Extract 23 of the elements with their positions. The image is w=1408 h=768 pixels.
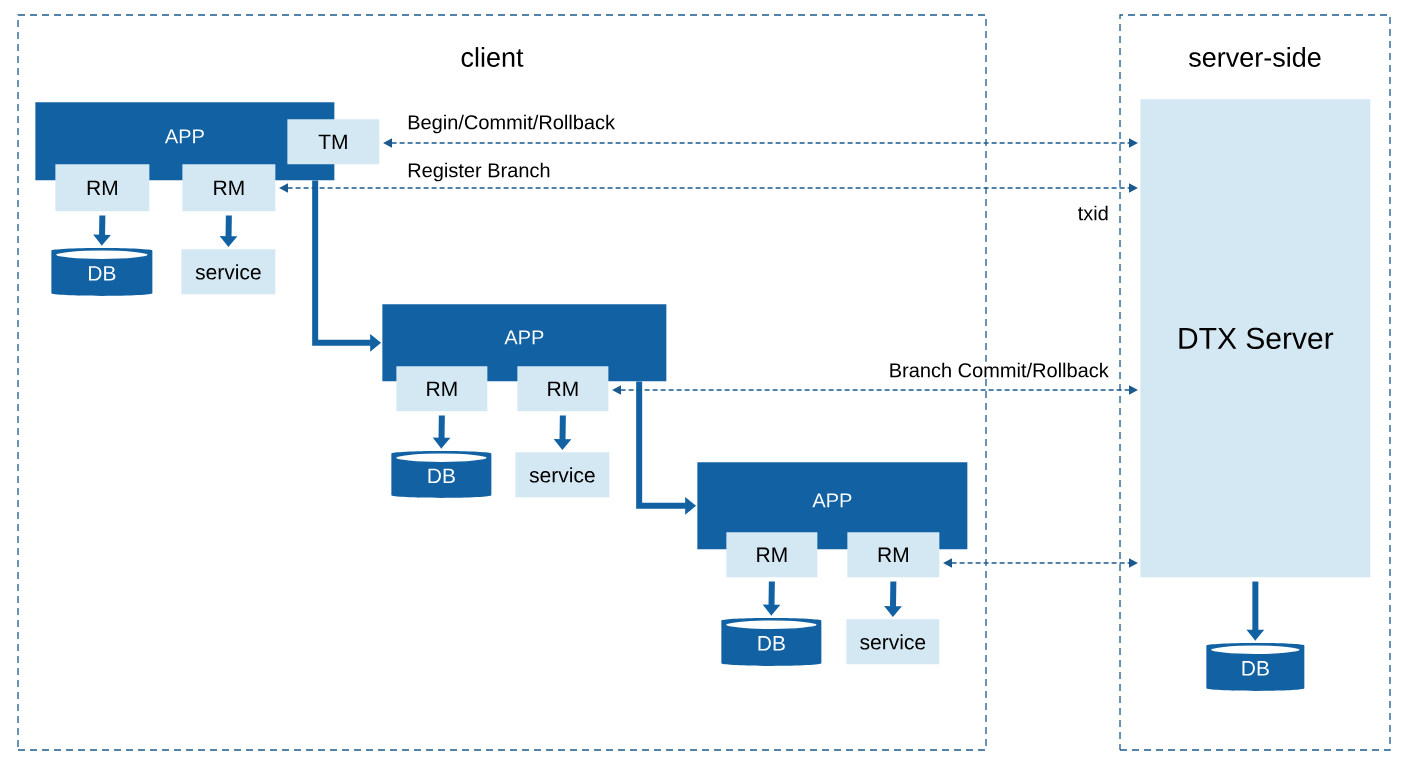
component-box: RM — [517, 366, 609, 412]
node-label: DB — [1242, 661, 1269, 676]
component-box: RM — [182, 164, 276, 212]
component-box: service — [181, 249, 276, 295]
component-box: RM — [396, 366, 488, 412]
component-box: RM — [847, 532, 940, 578]
database-cylinder: DB — [51, 247, 153, 296]
component-box: TM — [287, 119, 380, 165]
node-label: DB — [428, 468, 455, 484]
database-cylinder: DB — [391, 450, 492, 498]
component-box: service — [846, 619, 940, 665]
edge-label: Branch Commit/Rollback — [887, 361, 1110, 379]
edge-label: Register Branch — [406, 161, 552, 183]
note-label: txid — [1076, 204, 1110, 222]
node-label: DB — [89, 266, 116, 281]
component-box: RM — [55, 164, 150, 212]
server-box: DTX Server — [1140, 99, 1371, 578]
node-label: DB — [758, 636, 785, 651]
component-box: RM — [726, 532, 818, 578]
database-cylinder: DB — [1206, 642, 1305, 691]
database-cylinder: DB — [721, 617, 822, 666]
edge-label: Begin/Commit/Rollback — [406, 113, 617, 135]
component-box: service — [515, 452, 610, 498]
